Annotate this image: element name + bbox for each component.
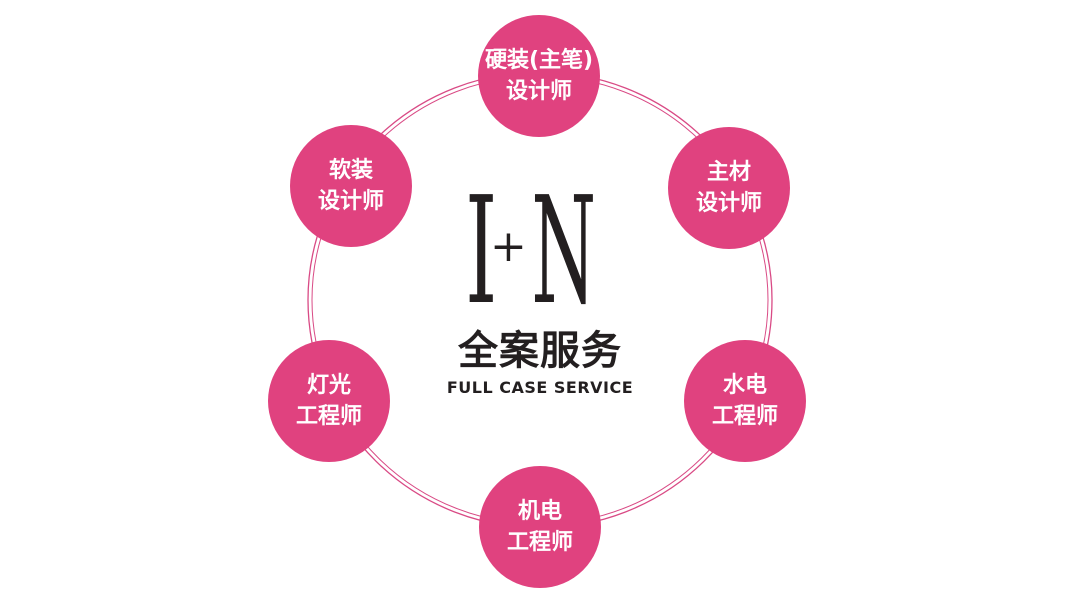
brand-logo: I + N — [465, 165, 610, 337]
center-title-chinese: 全案服务 — [458, 328, 622, 374]
node-main-materials-designer: 主材 设计师 — [668, 127, 790, 249]
node-label-line2: 工程师 — [295, 404, 362, 429]
node-label-line2: 设计师 — [317, 189, 384, 214]
node-label-line1: 主材 — [706, 160, 751, 185]
node-label-line1: 硬装(主笔) — [484, 48, 594, 73]
node-mechanical-electrical-engineer: 机电 工程师 — [479, 466, 601, 588]
node-label-line2: 设计师 — [505, 79, 572, 104]
node-label-line2: 工程师 — [506, 530, 573, 555]
node-label-line2: 设计师 — [695, 191, 762, 216]
logo-letter-i: I — [464, 165, 497, 337]
node-label-line1: 水电 — [722, 373, 767, 398]
logo-letter-n: N — [531, 165, 597, 337]
node-lighting-engineer: 灯光 工程师 — [268, 340, 390, 462]
center-title-english: FULL CASE SERVICE — [446, 378, 634, 397]
node-label-line1: 灯光 — [306, 373, 351, 398]
logo-plus-sign: + — [490, 221, 527, 272]
node-soft-decoration-designer: 软装 设计师 — [290, 125, 412, 247]
node-label-line1: 软装 — [328, 158, 373, 183]
node-plumbing-electrical-engineer: 水电 工程师 — [684, 340, 806, 462]
node-hard-decoration-lead-designer: 硬装(主笔) 设计师 — [478, 15, 600, 137]
node-label-line1: 机电 — [517, 499, 562, 524]
node-label-line2: 工程师 — [711, 404, 778, 429]
